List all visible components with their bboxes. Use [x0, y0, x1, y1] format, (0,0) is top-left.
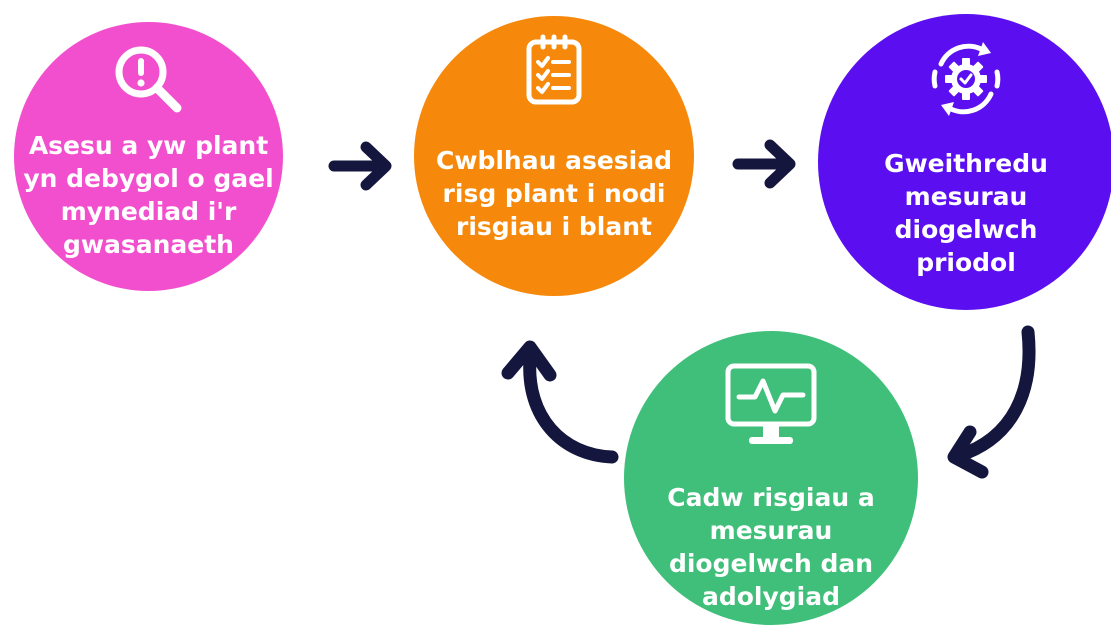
step-implement-measures: Gweithredu mesurau diogelwch priodol	[818, 14, 1111, 310]
step-label: Cwblhau asesiad risg plant i nodi risgia…	[436, 146, 672, 241]
arrow-right-2-to-3	[732, 139, 796, 189]
arrow-curved-4-to-2	[501, 340, 619, 464]
arrow-curved-3-to-4	[947, 325, 1036, 479]
gear-cycle-icon	[931, 42, 1001, 116]
step-keep-under-review: Cadw risgiau a mesurau diogelwch dan ado…	[624, 331, 918, 625]
arrow-right-1-to-2	[328, 141, 392, 191]
step-label: Asesu a yw plant yn debygol o gael myned…	[23, 131, 274, 259]
step-label: Cadw risgiau a mesurau diogelwch dan ado…	[667, 483, 875, 611]
step-complete-assessment: Cwblhau asesiad risg plant i nodi risgia…	[414, 16, 694, 296]
monitor-pulse-icon	[725, 363, 817, 444]
checklist-clipboard-icon	[526, 34, 582, 105]
step-label: Gweithredu mesurau diogelwch priodol	[884, 149, 1048, 277]
step-assess-access: Asesu a yw plant yn debygol o gael myned…	[14, 22, 283, 291]
magnifier-exclamation-icon	[115, 46, 181, 113]
